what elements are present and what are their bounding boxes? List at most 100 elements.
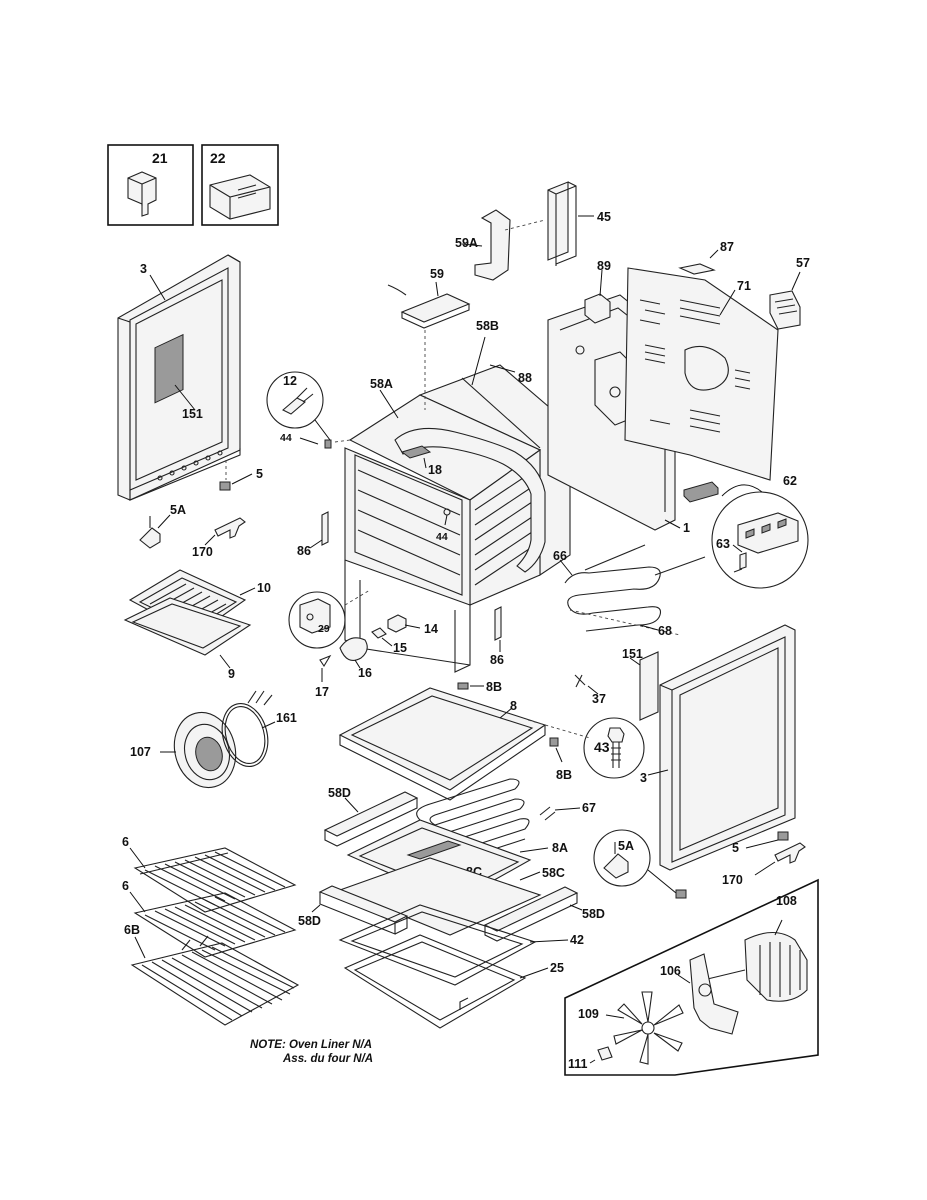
callout-5a-left: 5A — [170, 503, 186, 517]
left-door-panel: 3 151 — [117, 254, 241, 501]
panel-42: 42 — [338, 904, 584, 986]
callout-89: 89 — [597, 259, 611, 273]
cover-57: 57 — [769, 256, 810, 330]
insulation-58d-top: 58D — [323, 786, 419, 847]
note-block: NOTE: Oven Liner N/A Ass. du four N/A — [250, 1039, 373, 1065]
convection-fan-cover: 107 161 — [130, 690, 297, 789]
callout-8b-b: 8B — [556, 768, 572, 782]
left-hinge-parts: 5 5A 170 — [139, 460, 263, 559]
callout-5-left: 5 — [256, 467, 263, 481]
light-components: 14 15 16 17 — [315, 614, 438, 699]
note-line-2: Ass. du four N/A — [282, 1053, 373, 1065]
bracket-87: 87 — [678, 240, 734, 275]
callout-170-right: 170 — [722, 873, 743, 887]
callout-16: 16 — [358, 666, 372, 680]
callout-59: 59 — [430, 267, 444, 281]
callout-44-a: 44 — [280, 432, 292, 444]
callout-151-right: 151 — [622, 647, 643, 661]
callout-15: 15 — [393, 641, 407, 655]
clip-8b-lower: 8B — [549, 737, 572, 782]
bubble-12-probe-jack: 12 44 — [266, 371, 351, 449]
callout-1: 1 — [683, 521, 690, 535]
callout-29: 29 — [318, 623, 330, 635]
vent-trim-45: 45 — [547, 181, 611, 266]
callout-8b-a: 8B — [486, 680, 502, 694]
note-line-1: NOTE: Oven Liner N/A — [250, 1039, 372, 1051]
callout-66: 66 — [553, 549, 567, 563]
callout-9: 9 — [228, 667, 235, 681]
rack-support-left: 86 — [297, 511, 329, 558]
convection-motor-inset: 108 106 109 111 — [564, 878, 819, 1076]
callout-58d-b: 58D — [298, 914, 321, 928]
callout-12: 12 — [283, 374, 297, 388]
panel-25: 25 — [343, 934, 564, 1029]
callout-108: 108 — [776, 894, 797, 908]
oven-rack-lower: 6B — [124, 923, 300, 1026]
callout-86-right: 86 — [490, 653, 504, 667]
callout-106: 106 — [660, 964, 681, 978]
callout-42: 42 — [570, 933, 584, 947]
bubble-43-screw: 43 — [527, 717, 645, 779]
callout-21: 21 — [152, 150, 168, 166]
callout-5a-right: 5A — [618, 839, 634, 853]
broil-pan: 10 9 — [123, 569, 271, 681]
callout-14: 14 — [424, 622, 438, 636]
callout-109: 109 — [578, 1007, 599, 1021]
callout-88: 88 — [518, 371, 532, 385]
callout-3-right: 3 — [640, 771, 647, 785]
callout-170-left: 170 — [192, 545, 213, 559]
callout-63: 63 — [716, 537, 730, 551]
callout-10: 10 — [257, 581, 271, 595]
callout-58d-c: 58D — [582, 907, 605, 921]
callout-43: 43 — [594, 739, 610, 755]
bake-element-67: 67 — [416, 778, 596, 866]
callout-6-a: 6 — [122, 835, 129, 849]
callout-62: 62 — [783, 474, 797, 488]
door-vent-holes — [157, 450, 223, 481]
oven-cavity-assembly: 58A 18 58B 88 44 — [344, 319, 571, 673]
right-hinge-parts: 5A 5 170 — [593, 829, 806, 899]
insulation-58c: 58C — [338, 857, 565, 936]
callout-18: 18 — [428, 463, 442, 477]
fan-blade-109 — [613, 991, 684, 1065]
callout-37: 37 — [592, 692, 606, 706]
callout-22: 22 — [210, 150, 226, 166]
oven-rack-upper: 6 — [122, 835, 297, 913]
callout-58a: 58A — [370, 377, 393, 391]
vent-part-59: 59 — [387, 267, 471, 410]
callout-6b: 6B — [124, 923, 140, 937]
broil-element: 66 68 37 — [553, 544, 706, 706]
callout-107: 107 — [130, 745, 151, 759]
rack-support-right: 86 — [490, 606, 504, 667]
callout-45: 45 — [597, 210, 611, 224]
callout-58c: 58C — [542, 866, 565, 880]
callout-44-b: 44 — [436, 531, 448, 543]
callout-57: 57 — [796, 256, 810, 270]
callout-8a: 8A — [552, 841, 568, 855]
callout-6-b: 6 — [122, 879, 129, 893]
callout-58d-a: 58D — [328, 786, 351, 800]
callout-67: 67 — [582, 801, 596, 815]
vent-duct-59a: 59A — [455, 209, 546, 281]
inset-box-22: 22 — [201, 144, 279, 226]
callout-68: 68 — [658, 624, 672, 638]
bubble-29-light-socket: 29 — [288, 589, 371, 649]
callout-8: 8 — [510, 699, 517, 713]
callout-3-left: 3 — [140, 262, 147, 276]
oven-bottom-8: 8 — [338, 687, 547, 801]
bubble-62-terminal-block: 62 63 — [683, 474, 809, 589]
inset-box-21: 21 — [107, 144, 194, 226]
callout-59a: 59A — [455, 236, 478, 250]
clip-8b-upper: 8B — [457, 680, 502, 694]
callout-17: 17 — [315, 685, 329, 699]
callout-151-left: 151 — [182, 407, 203, 421]
callout-161: 161 — [276, 711, 297, 725]
rear-panel-71: 71 — [624, 267, 779, 481]
oven-rack-middle: 6 — [122, 879, 297, 958]
right-door-panel: 151 3 — [622, 624, 796, 871]
callout-71: 71 — [737, 279, 751, 293]
callout-25: 25 — [550, 961, 564, 975]
callout-86-left: 86 — [297, 544, 311, 558]
callout-111: 111 — [568, 1057, 588, 1071]
